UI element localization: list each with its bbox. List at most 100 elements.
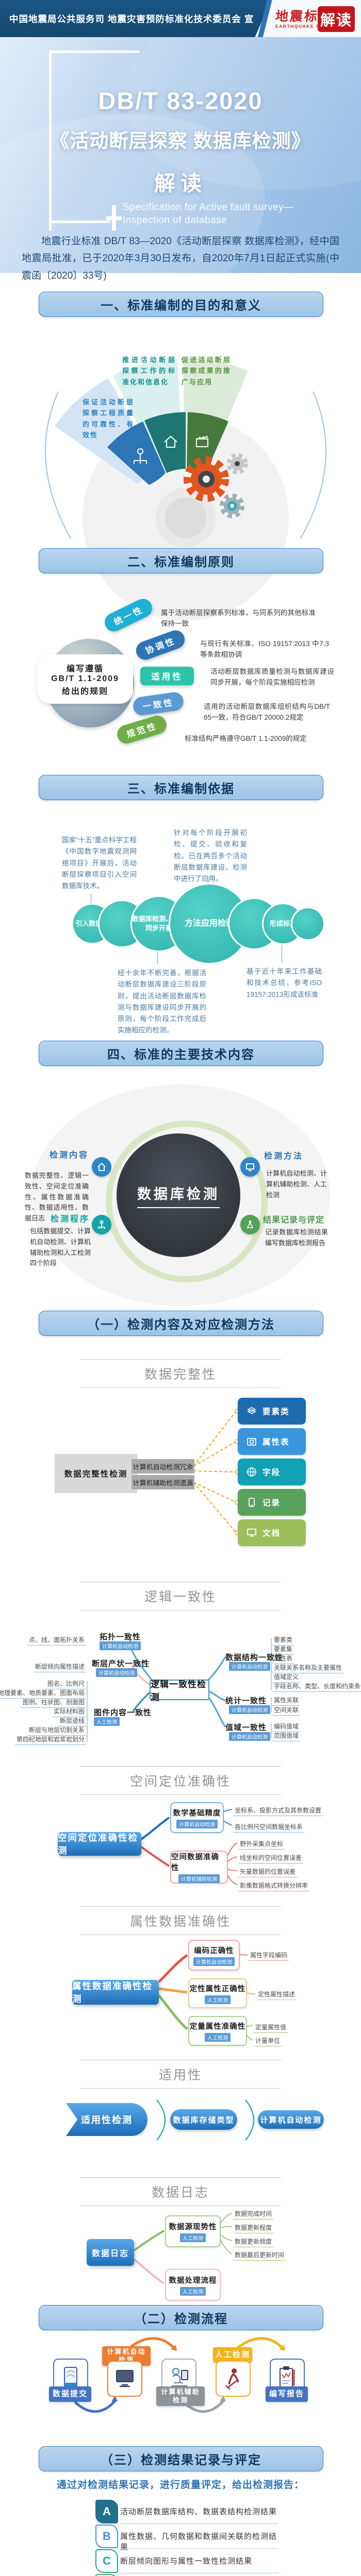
leaf: 断层与地层切割关系 xyxy=(27,1725,86,1736)
leaf: 编码值域 xyxy=(272,1722,301,1732)
branch-value-domain: 值域一致性 xyxy=(225,1723,267,1732)
home-icon xyxy=(92,1157,111,1177)
leaf: 定量属性值 xyxy=(254,2023,288,2033)
result-underline xyxy=(120,2523,278,2524)
branch-map-content-tag: 人工检测 xyxy=(94,1717,120,1726)
principle-pill-consistency: 一致性 xyxy=(132,691,185,717)
leaf: 关联关系名称及主要属性 xyxy=(272,1663,344,1673)
attribute-root: 属性数据准确性检测 xyxy=(72,1980,159,2005)
branch-topology-tag: 计算机自动检测 xyxy=(100,1641,141,1650)
gear-icon-orange xyxy=(184,456,229,502)
phone-icon xyxy=(249,1498,255,1507)
target-document: 文档 xyxy=(238,1519,306,1546)
result-text-a: 活动断层数据库结构、数据表结构检测结果 xyxy=(120,2507,277,2516)
sweeping-person-icon xyxy=(216,2361,251,2397)
jiedu-badge: 解读 xyxy=(318,6,355,32)
purpose-wedge-3: 促进活动断层探察成果的推广与应用 xyxy=(182,356,231,386)
center-title: 数据库检测 xyxy=(137,1183,220,1208)
completeness-root: 数据完整性检测 xyxy=(55,1454,137,1493)
leaf: 矢量数据的位置误差 xyxy=(238,1867,298,1877)
principle-desc-applicability: 活动断层数据库质量检测与数据库建设同步开展，每个阶段实施相应检测 xyxy=(210,668,334,686)
leaf: 野外采集点坐标 xyxy=(238,1839,285,1850)
earthquake-standard-logo-en: EARTHQUAKE STANDARD xyxy=(275,24,347,29)
divider-datalog: 数据日志 xyxy=(80,2177,281,2206)
quad-desc-content: 数据完整性、逻辑一致性、空间定位准确性、属性数据准确性、数据适用性、数据日志 xyxy=(25,1172,89,1223)
usability-step-3: 计算机自动检测 xyxy=(258,2110,324,2129)
quad-title-result: 结果记录与评定 xyxy=(263,1216,325,1225)
leaf: 要素集 xyxy=(272,1645,294,1655)
leaf: 范围值域 xyxy=(272,1731,301,1741)
principles-center-label: 编写遵循 GB/T 1.1-2009 给出的规则 xyxy=(37,654,133,704)
flask-icon xyxy=(240,1215,260,1234)
branch-tag: 人工检测 xyxy=(205,2032,231,2042)
branch-fault-attitude-tag: 计算机自动检测 xyxy=(96,1668,137,1677)
flow-step-1: 数据提交 xyxy=(49,2386,91,2402)
leaf: 点、线、面拓扑关系 xyxy=(27,1635,86,1646)
leaf: 字段名称、类型、长度和约束条件 xyxy=(272,1682,361,1692)
principle-desc-consistency: 适用的活动断层数据库组织结构与DB/T 65一致，符合GB/T 20000.2规… xyxy=(204,703,330,721)
flow-step-4: 人工检测 xyxy=(213,2347,252,2363)
branch-qualitative: 定性属性正确性 人工检测 xyxy=(188,1978,247,2008)
quad-desc-procedure: 包括数据提交、计算机自动检测、计算机辅助检测和人工检测四个阶段 xyxy=(30,1227,91,1267)
branch-name: 空间数据准确性 xyxy=(171,1853,219,1872)
branch-data-currency: 数据源现势性 人工检测 xyxy=(165,2215,221,2247)
quad-desc-method: 计算机自动检测、计算机辅助检测、人工检测 xyxy=(266,1170,327,1199)
arc-separator xyxy=(245,2099,255,2141)
target-field: 字段 xyxy=(238,1459,306,1485)
target-label: 属性表 xyxy=(262,1438,290,1447)
leaf: 影像数据格式转换分辨率 xyxy=(238,1881,310,1891)
branch-name: 数据源现势性 xyxy=(169,2223,217,2231)
sub1-header: （一）检测内容及对应检测方法 xyxy=(39,1311,323,1336)
leaf: 要素类 xyxy=(272,1635,294,1646)
leaf: 数据最后更新时间 xyxy=(233,2250,286,2261)
purpose-wedge-2: 推进活动断层探察工作的标准化和信息化 xyxy=(122,356,176,386)
leaf: 值域定义 xyxy=(272,1672,301,1683)
spatial-root: 空间定位准确性检测 xyxy=(58,1832,141,1856)
interpretation-title: 解读 xyxy=(154,172,207,195)
intro-paragraph: 地震行业标准 DB/T 83—2020《活动断层探察 数据库检测》，经中国地震局… xyxy=(22,236,339,281)
title-bracket-bottom xyxy=(49,221,110,223)
leaf: 数据完成时间 xyxy=(233,2209,274,2219)
leaf: 断层倾向属性描述 xyxy=(33,1662,86,1672)
leaf: 实际材料图 xyxy=(52,1707,86,1717)
leaf: 空间关联 xyxy=(272,1705,301,1716)
section2-header: 二、标准编制原则 xyxy=(39,548,323,573)
leaf: 线坐标的空间位置误差 xyxy=(238,1853,304,1863)
flow-step-5: 编写报告 xyxy=(266,2386,308,2402)
quad-title-method: 检测方法 xyxy=(264,1152,304,1161)
target-attribute-table: 属性表 xyxy=(238,1428,306,1455)
section1-header: 一、标准编制的目的和意义 xyxy=(39,292,323,317)
branch-value-domain-tag: 计算机自动检测 xyxy=(229,1732,270,1741)
result-text-c: 断层倾向图形与属性一致性检测结果 xyxy=(120,2557,253,2566)
home-icon xyxy=(164,435,177,448)
leaf: 属性关联 xyxy=(272,1696,301,1706)
publisher-title: 中国地震局公共服务司 地震灾害预防标准化技术委员会 宣 xyxy=(9,14,254,24)
monitor-icon xyxy=(240,1157,260,1177)
arc-separator xyxy=(156,2099,166,2141)
gear-icon-gray xyxy=(226,453,248,474)
principle-pill-coordination: 协调性 xyxy=(133,628,188,663)
principle-pill-normativity: 规范性 xyxy=(114,713,169,746)
leaf: 属性字段编码 xyxy=(249,1951,289,1961)
leaf: 图例、柱状图、剖面图 xyxy=(21,1698,86,1708)
completeness-connectors xyxy=(193,1409,240,1535)
camera-icon xyxy=(247,1438,256,1446)
branch-data-processing: 数据处理流程 人工检测 xyxy=(165,2269,221,2301)
target-label: 要素类 xyxy=(262,1408,290,1416)
layers-icon xyxy=(247,1407,256,1414)
completeness-method-1: 计算机自动检测冗余 xyxy=(132,1459,194,1473)
target-feature-class: 要素类 xyxy=(238,1398,306,1425)
center-line3: 给出的规则 xyxy=(61,687,108,696)
branch-structure: 数据结构一致性 xyxy=(225,1653,284,1662)
leaf: 第四纪地层和岩浆岩划分 xyxy=(14,1735,86,1745)
branch-tag: 计算机自动检测 xyxy=(193,1957,235,1966)
center-line2: GB/T 1.1-2009 xyxy=(51,674,119,683)
datalog-connectors xyxy=(133,2213,233,2284)
flow-step-3: 计算机辅助 检测 xyxy=(156,2386,205,2406)
basis-note-2: 针对每个阶段开展初检、提交、验收和复检。已在两百多个活动断层数据库建设、检测中进… xyxy=(174,829,247,883)
center-line1: 编写遵循 xyxy=(66,665,104,673)
basis-note-3: 经十余年不断完善，根据活动断层数据库建设三阶段原则，提出活动断层数据库检测与数据… xyxy=(118,969,206,1035)
connector-line xyxy=(157,950,158,964)
principle-pill-applicability: 适用性 xyxy=(140,667,194,685)
